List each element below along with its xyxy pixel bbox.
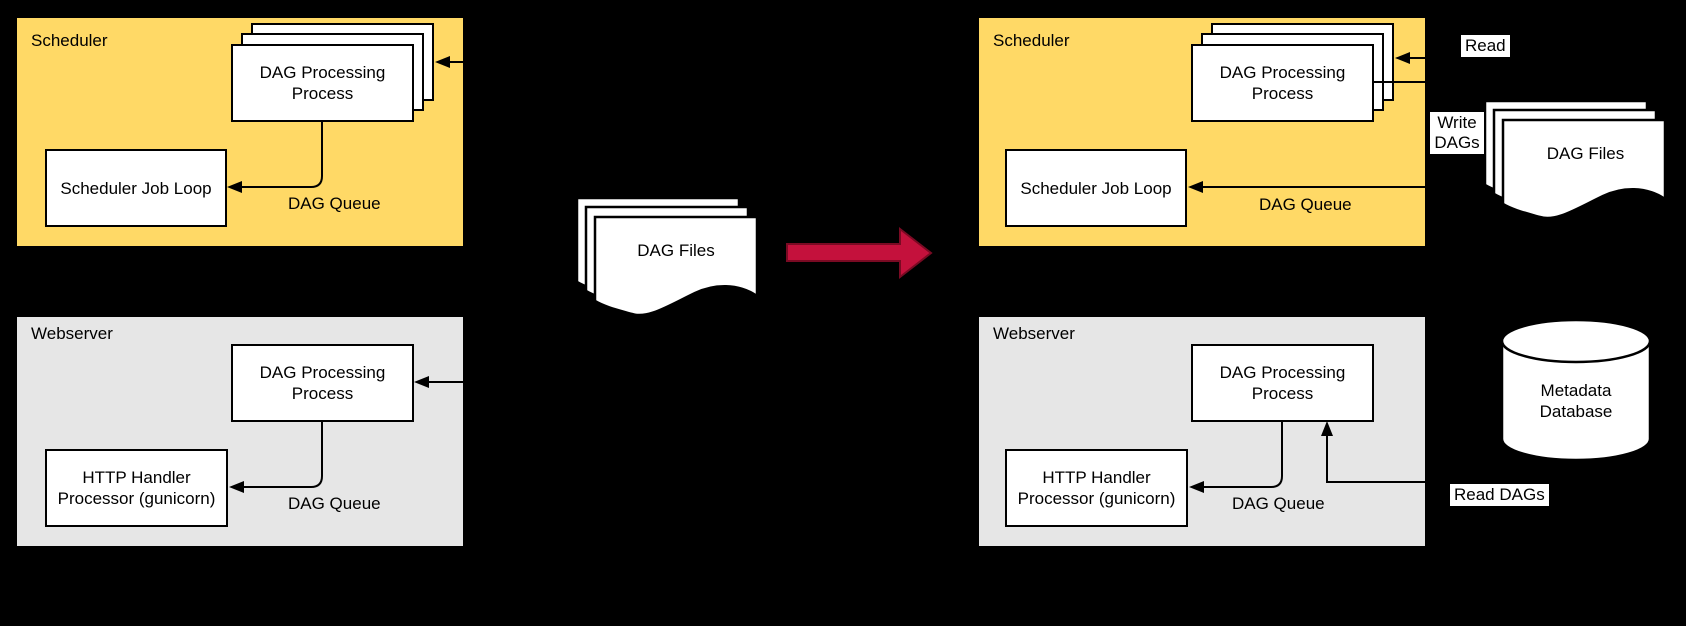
dag-processing-label-scheduler-left: DAG Processing Process [259,63,386,103]
scheduler-left-title: Scheduler [31,31,108,50]
dag-queue-arrowhead-scheduler-right [1188,181,1203,193]
document-front [593,215,759,317]
webserver-right-title: Webserver [993,324,1075,343]
dag-processing-box-scheduler-right [1191,44,1374,122]
read-dags-label: Read DAGs [1450,484,1549,506]
dag-queue-label-webserver-right: DAG Queue [1232,494,1325,513]
dag-processing-box-webserver-right [1191,344,1374,422]
dag-files-stack-right [1483,99,1667,220]
metadata-database-label: Metadata Database [1539,381,1613,421]
scheduler-job-loop-label-right: Scheduler Job Loop [1020,178,1172,198]
dag-queue-arrowhead-webserver-right [1189,481,1204,493]
http-handler-label-left: HTTP Handler Processor (gunicorn) [57,468,216,508]
dag-queue-line-webserver-right [1203,421,1283,488]
metadata-database-cylinder [1500,318,1652,462]
http-handler-box-left [45,449,228,527]
dag-queue-label-webserver-left: DAG Queue [288,494,381,513]
dag-files-label-center: DAG Files [637,240,715,260]
read-arrowhead-scheduler-left [435,56,450,68]
write-dags-label: Write DAGs [1430,112,1484,154]
dag-queue-line-scheduler-left [241,121,323,188]
dag-queue-label-scheduler-right: DAG Queue [1259,195,1352,214]
read-label: Read [1461,35,1510,57]
transition-red-arrow [786,226,933,280]
read-arrowhead-scheduler-right [1395,52,1410,64]
dag-queue-arrowhead-webserver-left [229,481,244,493]
dag-queue-line-webserver-left [243,421,323,488]
document-front [1501,118,1667,220]
dag-processing-label-scheduler-right: DAG Processing Process [1219,63,1346,103]
read-arrowhead-webserver-left [414,376,429,388]
dag-files-stack-center [575,196,759,317]
dag-queue-label-scheduler-left: DAG Queue [288,194,381,213]
read-dags-arrowhead-webserver-right [1321,421,1333,436]
dag-queue-arrowhead-scheduler-left [227,181,242,193]
scheduler-job-loop-label-left: Scheduler Job Loop [60,178,212,198]
scheduler-job-loop-box-left [45,149,227,227]
read-dags-line-webserver-right [1326,428,1425,483]
scheduler-right-title: Scheduler [993,31,1070,50]
dag-processing-label-webserver-right: DAG Processing Process [1219,363,1346,403]
cylinder-top [1500,318,1652,364]
http-handler-box-right [1005,449,1188,527]
dag-processing-label-webserver-left: DAG Processing Process [259,363,386,403]
scheduler-job-loop-box-right [1005,149,1187,227]
webserver-left-title: Webserver [31,324,113,343]
dag-files-label-right: DAG Files [1546,143,1625,163]
cylinder-body [1500,339,1652,462]
http-handler-label-right: HTTP Handler Processor (gunicorn) [1017,468,1176,508]
